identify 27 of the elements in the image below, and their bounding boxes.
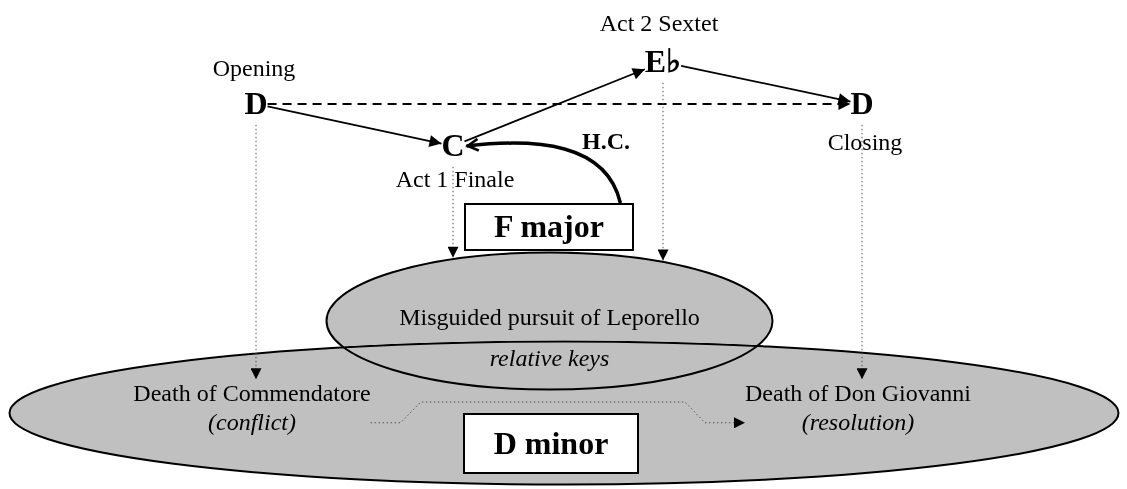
dashed-arrow	[266, 98, 852, 110]
section-label: Act 1 Finale	[395, 164, 515, 194]
dotted-arrow	[370, 401, 746, 429]
key-letter: E♭	[644, 45, 682, 79]
dotted-arrow	[250, 124, 262, 380]
ellipse-note: relative keys	[489, 343, 610, 373]
key-letter: D	[244, 87, 268, 121]
arrow	[266, 105, 443, 147]
key-box: D minor	[463, 413, 639, 474]
curved-arrow	[466, 137, 623, 204]
dotted-arrow	[657, 82, 669, 262]
arrow	[463, 68, 646, 143]
edge-label: H.C.	[582, 128, 630, 155]
arrow	[680, 64, 852, 105]
key-letter: D	[850, 87, 874, 121]
ellipse-text: Misguided pursuit of Leporello	[399, 303, 700, 332]
event-text: Death of Don Giovanni	[745, 379, 971, 408]
section-label: Closing	[827, 127, 903, 157]
section-label: Opening	[212, 53, 296, 83]
key-box: F major	[464, 203, 634, 251]
key-letter: C	[441, 129, 465, 163]
event-text: Death of Commendatore	[133, 379, 371, 408]
section-label: Act 2 Sextet	[599, 8, 719, 38]
dotted-arrow	[447, 166, 459, 259]
event-note: (conflict)	[208, 408, 296, 437]
dotted-arrow	[856, 124, 868, 380]
event-note: (resolution)	[801, 408, 915, 437]
